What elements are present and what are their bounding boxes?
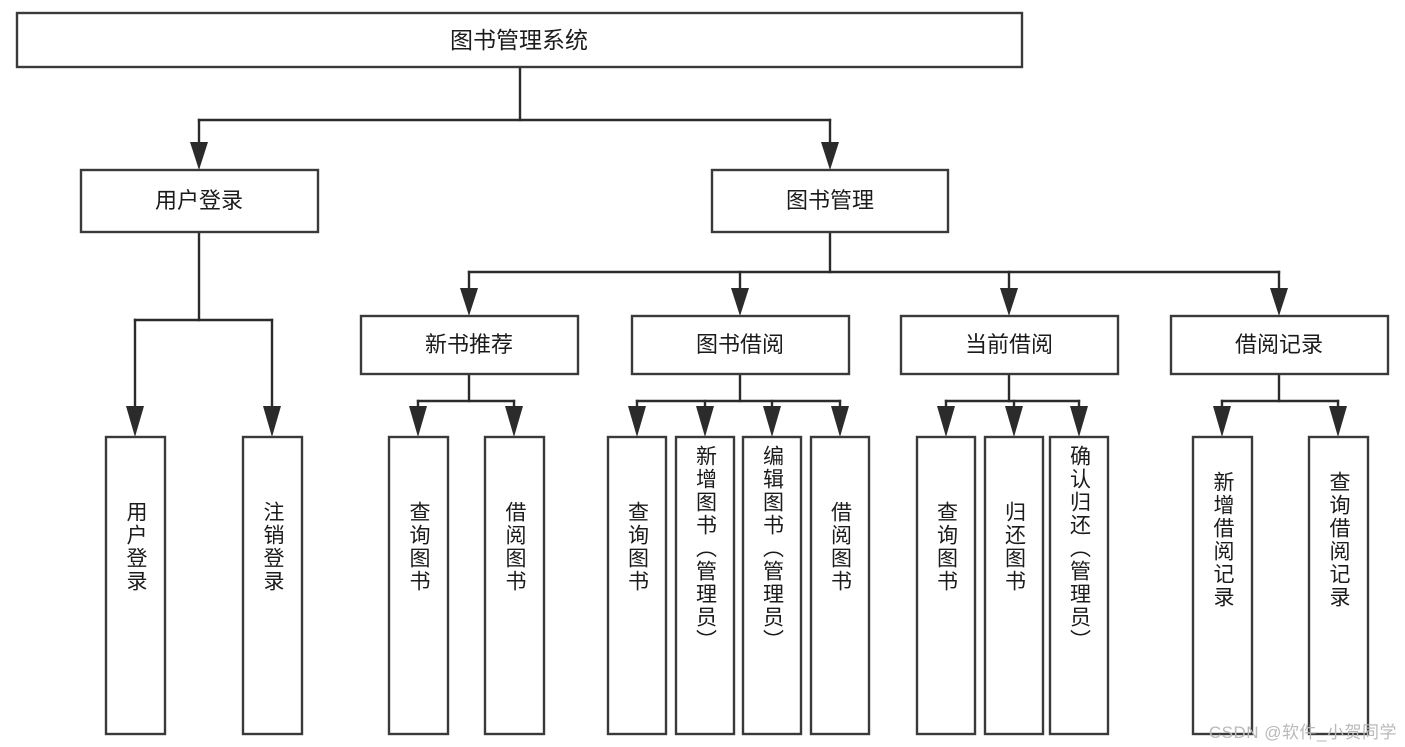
leaf-current-borrow-1[interactable] xyxy=(983,435,1045,736)
leaf-user-login-1[interactable] xyxy=(241,435,304,736)
arrowhead-leaf-logout xyxy=(263,406,281,437)
arrowhead-newbook-leaf1 xyxy=(409,406,427,437)
leaf-current-borrow-2[interactable] xyxy=(1048,435,1110,736)
arrowhead-new-book xyxy=(460,288,478,316)
node-new-book-recommend-label: 新书推荐 xyxy=(425,332,513,357)
leaf-book-borrow-2[interactable] xyxy=(741,435,803,736)
leaf-book-borrow-1[interactable] xyxy=(674,435,736,736)
leaf-borrow-records-1[interactable] xyxy=(1307,435,1370,736)
node-root[interactable] xyxy=(15,11,1024,69)
arrowhead-book-borrow xyxy=(731,288,749,316)
leaf-borrow-records-0[interactable] xyxy=(1191,435,1254,736)
arrowhead-newbook-leaf2 xyxy=(505,406,523,437)
leaf-current-borrow-0[interactable] xyxy=(915,435,977,736)
node-current-borrow-label: 当前借阅 xyxy=(965,332,1053,357)
arrowhead-leaf-user-login xyxy=(126,406,144,437)
node-new-book-recommend[interactable] xyxy=(359,314,580,376)
leaf-book-borrow-0[interactable] xyxy=(606,435,668,736)
arrowhead-currentborrow-leaf2 xyxy=(1005,406,1023,437)
csdn-watermark: CSDN @软件_小贺同学 xyxy=(1208,723,1397,742)
arrowhead-borrow-records xyxy=(1270,288,1288,316)
arrowhead-bookborrow-leaf2 xyxy=(696,406,714,437)
node-root-label: 图书管理系统 xyxy=(450,27,588,53)
node-borrow-records-label: 借阅记录 xyxy=(1235,332,1323,357)
arrowhead-records-leaf1 xyxy=(1213,406,1231,437)
arrowhead-bookborrow-leaf3 xyxy=(763,406,781,437)
node-book-management[interactable] xyxy=(710,168,950,234)
arrowhead-bookborrow-leaf4 xyxy=(831,406,849,437)
node-user-login[interactable] xyxy=(79,168,320,234)
arrowhead-book-mgmt xyxy=(821,142,839,170)
node-layer: 图书管理系统 用户登录 图书管理 新书推荐 图书借阅 当前借阅 借阅记录 xyxy=(15,11,1390,736)
arrowhead-records-leaf2 xyxy=(1329,406,1347,437)
arrowhead-currentborrow-leaf3 xyxy=(1070,406,1088,437)
leaf-book-borrow-3[interactable] xyxy=(809,435,871,736)
node-book-borrow[interactable] xyxy=(630,314,851,376)
leaf-new-book-0[interactable] xyxy=(387,435,450,736)
node-book-borrow-label: 图书借阅 xyxy=(696,332,784,357)
node-book-management-label: 图书管理 xyxy=(786,188,874,213)
arrowhead-currentborrow-leaf1 xyxy=(937,406,955,437)
arrowhead-current-borrow xyxy=(1000,288,1018,316)
leaf-user-login-0[interactable] xyxy=(104,435,167,736)
connector-layer xyxy=(126,65,1347,437)
node-current-borrow[interactable] xyxy=(899,314,1120,376)
node-borrow-records[interactable] xyxy=(1169,314,1390,376)
arrowhead-bookborrow-leaf1 xyxy=(628,406,646,437)
arrowhead-user-login xyxy=(190,142,208,170)
leaf-new-book-1[interactable] xyxy=(483,435,546,736)
node-user-login-label: 用户登录 xyxy=(155,188,243,213)
